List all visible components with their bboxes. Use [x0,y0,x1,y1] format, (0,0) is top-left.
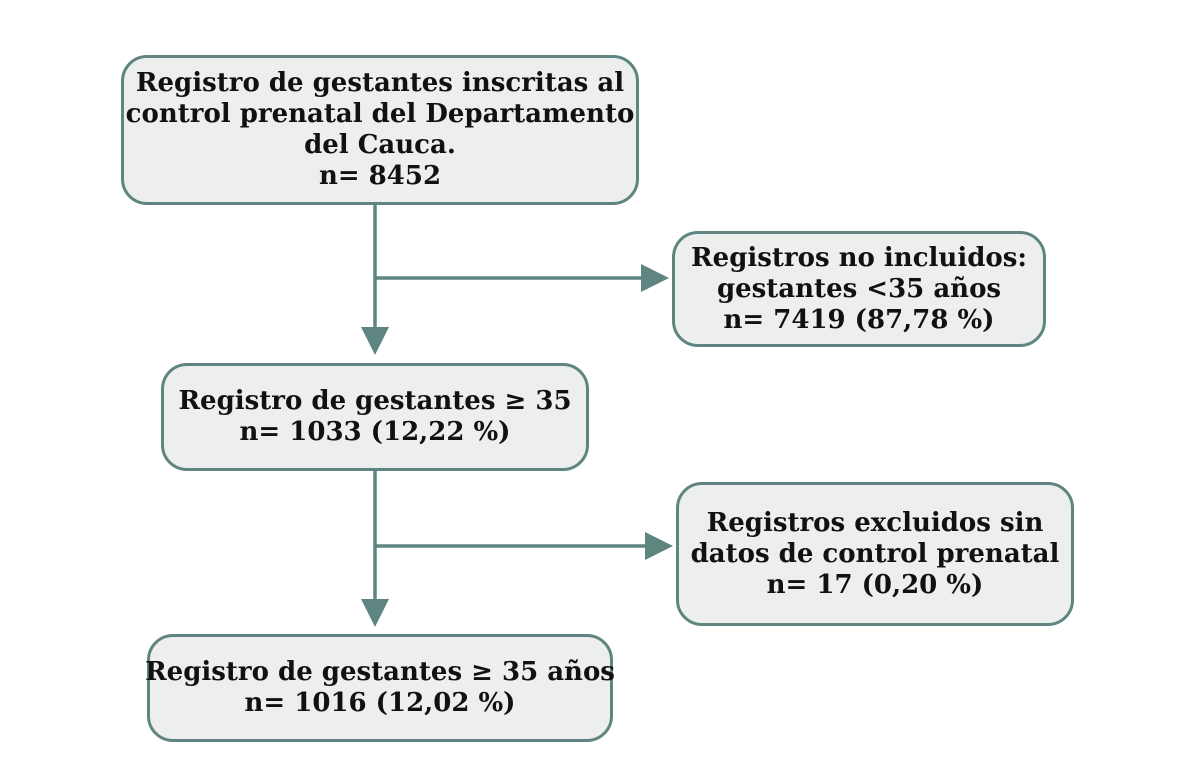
box-total-registrations: Registro de gestantes inscritas al contr… [121,55,639,205]
box-excluded-no-data: Registros excluidos sin datos de control… [676,482,1074,626]
box-total-line-3: del Cauca. [304,130,456,160]
box-excluded-under-35: Registros no incluidos: gestantes <35 añ… [672,231,1046,347]
box-excluded-no-data-line-1: Registros excluidos sin [706,507,1044,538]
box-age-35-plus: Registro de gestantes ≥ 35 n= 1033 (12,2… [161,363,589,471]
box-excluded-under-35-line-2: gestantes <35 años [716,273,1002,304]
box-total-line-2: control prenatal del Departamento [125,99,635,129]
box-excluded-no-data-line-2: datos de control prenatal [690,538,1060,569]
box-final-sample: Registro de gestantes ≥ 35 años n= 1016 … [145,634,615,742]
box-age-35-plus-line-1: Registro de gestantes ≥ 35 [178,386,572,416]
box-excluded-under-35-count: n= 7419 (87,78 %) [723,304,995,335]
box-total-count: n= 8452 [318,161,442,191]
box-final-sample-count: n= 1016 (12,02 %) [244,688,516,718]
box-total-line-1: Registro de gestantes inscritas al [135,68,625,98]
box-excluded-no-data-count: n= 17 (0,20 %) [766,569,984,600]
box-excluded-under-35-line-1: Registros no incluidos: [691,242,1027,273]
box-age-35-plus-count: n= 1033 (12,22 %) [239,417,511,447]
box-final-sample-line-1: Registro de gestantes ≥ 35 años [145,657,615,687]
